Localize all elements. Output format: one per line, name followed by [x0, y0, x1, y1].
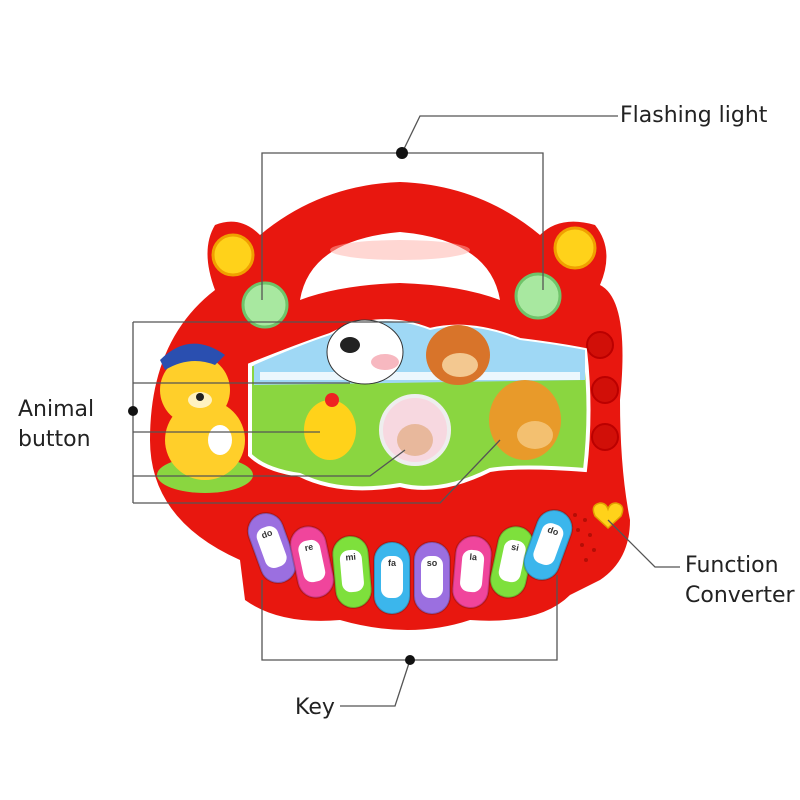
key-note-label: la	[469, 552, 478, 563]
flashing-light-right	[514, 272, 562, 320]
key-animal-sticker	[298, 539, 326, 583]
piano-key-mi[interactable]: mi	[331, 535, 373, 610]
key-label: Key	[295, 695, 335, 720]
flashing-light-left	[241, 281, 289, 329]
function-converter-label-line2: Converter	[685, 583, 795, 608]
piano-key-so[interactable]: so	[413, 541, 451, 615]
speaker-grille	[573, 513, 596, 562]
animal-button-dog[interactable]	[426, 325, 490, 385]
bear-figure	[157, 343, 253, 493]
piano-key-la[interactable]: la	[451, 535, 493, 610]
annotation-lines	[132, 115, 680, 707]
key-note-label: si	[510, 542, 519, 553]
animal-button-label-line1: Animal	[18, 397, 95, 422]
key-note-label: mi	[345, 552, 356, 563]
piano-keys: do re mi fa so la si do	[243, 505, 577, 615]
key-animal-sticker	[498, 539, 526, 583]
animal-button-horse[interactable]	[489, 380, 561, 460]
yellow-button-left	[211, 233, 255, 277]
key-animal-sticker	[460, 549, 485, 593]
key-note-label: so	[427, 558, 438, 568]
key-animal-sticker	[421, 556, 443, 598]
piano-key-do[interactable]: do	[519, 505, 577, 585]
animal-button-sheep[interactable]	[379, 394, 451, 466]
key-note-label: re	[304, 542, 314, 554]
piano-key-do[interactable]: do	[243, 508, 301, 588]
animal-button-cow[interactable]	[326, 319, 404, 385]
yellow-button-right	[553, 226, 597, 270]
annotation-dots	[128, 147, 415, 665]
animal-button-label-line2: button	[18, 427, 91, 452]
key-note-label: do	[546, 524, 560, 537]
key-animal-sticker	[533, 523, 564, 566]
key-animal-sticker	[256, 526, 287, 569]
function-converter-label-line1: Function	[685, 553, 779, 578]
key-animal-sticker	[381, 556, 403, 598]
function-converter-heart-button[interactable]	[592, 502, 624, 530]
key-note-label: fa	[388, 558, 397, 568]
piano-key-re[interactable]: re	[287, 523, 337, 601]
animal-button-chick[interactable]	[304, 393, 356, 460]
key-note-label: do	[260, 527, 274, 540]
key-animal-sticker	[339, 549, 364, 593]
piano-key-si[interactable]: si	[487, 523, 537, 601]
piano-key-fa[interactable]: fa	[373, 541, 411, 615]
flashing-light-label: Flashing light	[620, 103, 768, 128]
